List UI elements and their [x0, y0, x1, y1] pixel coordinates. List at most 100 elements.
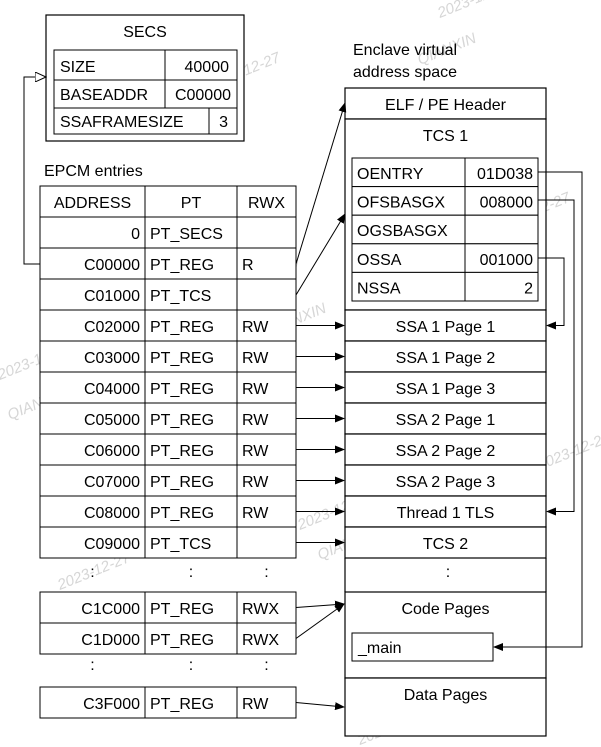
- tcs-field-row: OFSBASGX 008000: [351, 186, 539, 216]
- connector-arrows: [23, 77, 583, 711]
- elf-header-box: [344, 87, 547, 120]
- ellipsis-mark: :: [264, 657, 268, 674]
- enclave-page: TCS 2: [344, 526, 547, 559]
- enclave-title-line1: Enclave virtual: [353, 42, 457, 59]
- tcs-field-row: OSSA 001000: [351, 243, 539, 273]
- epcm-address: C07000: [84, 474, 140, 491]
- epcm-address: C1D000: [81, 632, 140, 649]
- epcm-address: C03000: [84, 350, 140, 367]
- epcm-page-type: PT_SECS: [150, 226, 223, 243]
- main-function-box: [351, 632, 494, 662]
- epcm-page-type: PT_REG: [150, 601, 214, 618]
- enclave-page-label: SSA 1 Page 1: [396, 319, 496, 336]
- enclave-page: SSA 2 Page 2: [344, 433, 547, 466]
- enclave-page: Thread 1 TLS: [344, 495, 547, 528]
- code-page-arrow: [295, 600, 345, 609]
- epcm-permissions: RW: [242, 381, 269, 398]
- epcm-address: C1C000: [81, 601, 140, 618]
- epcm-page-type: PT_REG: [150, 474, 214, 491]
- epcm-address: C3F000: [83, 696, 140, 713]
- tcs-field-row: OGSBASGX: [351, 214, 539, 245]
- epcm-address: 0: [131, 226, 140, 243]
- tcs-field-name: OSSA: [357, 252, 402, 269]
- epcm-page-type: PT_REG: [150, 632, 214, 649]
- epcm-address: C04000: [84, 381, 140, 398]
- enclave-page: SSA 2 Page 1: [344, 402, 547, 435]
- oentry-arrow: [493, 171, 583, 651]
- epcm-row: C02000 PT_REG RW: [39, 309, 297, 342]
- tcs-field-value: 2: [524, 280, 533, 297]
- epcm-address: C02000: [84, 319, 140, 336]
- column-header: ADDRESS: [54, 195, 131, 212]
- tcs-field-name: NSSA: [357, 280, 401, 297]
- tcs-field-value: 001000: [480, 252, 533, 269]
- epcm-page-type: PT_REG: [150, 443, 214, 460]
- epcm-permissions: R: [242, 257, 254, 274]
- epcm-page-type: PT_REG: [150, 319, 214, 336]
- secs-field-ssaframesize: SSAFRAMESIZE: [60, 114, 184, 131]
- epcm-page-type: PT_TCS: [150, 288, 211, 305]
- ellipsis-mark: :: [90, 657, 94, 674]
- epcm-permissions: RW: [242, 350, 269, 367]
- epcm-address: C06000: [84, 443, 140, 460]
- epcm-title: EPCM entries: [44, 163, 143, 180]
- epcm-address: C00000: [84, 257, 140, 274]
- epcm-header-row: ADDRESS PT RWX: [39, 185, 297, 218]
- enclave-page: SSA 2 Page 3: [344, 464, 547, 497]
- column-header: RWX: [248, 195, 285, 212]
- enclave-page-label: SSA 2 Page 2: [396, 443, 496, 460]
- epcm-page-type: PT_REG: [150, 381, 214, 398]
- epcm-permissions: RW: [242, 443, 269, 460]
- main-function-label: _main: [357, 640, 402, 657]
- column-header: PT: [181, 195, 202, 212]
- code-page-arrow: [295, 603, 345, 639]
- tcs-field-value: 01D038: [477, 166, 533, 183]
- epcm-row: C06000 PT_REG RW: [39, 433, 297, 466]
- tcs1-label: TCS 1: [423, 128, 468, 145]
- enclave-page-label: SSA 1 Page 2: [396, 350, 496, 367]
- epcm-permissions: RWX: [242, 601, 279, 618]
- enclave-page-label: SSA 2 Page 3: [396, 474, 496, 491]
- epcm-page-type: PT_REG: [150, 412, 214, 429]
- epcm-page-type: PT_REG: [150, 350, 214, 367]
- tcs-field-name: OFSBASGX: [357, 195, 445, 212]
- enclave-page-label: SSA 2 Page 1: [396, 412, 496, 429]
- enclave-page: SSA 1 Page 2: [344, 340, 547, 373]
- epcm-page-type: PT_TCS: [150, 536, 211, 553]
- elf-header-arrow: [295, 102, 347, 265]
- tcs-field-name: OGSBASGX: [357, 223, 448, 240]
- epcm-permissions: RW: [242, 319, 269, 336]
- secs-value-ssaframesize: 3: [219, 114, 228, 131]
- epcm-address: C01000: [84, 288, 140, 305]
- secs-value-baseaddr: C00000: [175, 87, 231, 104]
- enclave-page: SSA 1 Page 3: [344, 371, 547, 404]
- ellipsis-mark: :: [189, 657, 193, 674]
- secs-link-arrow: [23, 77, 46, 265]
- tcs-field-value: 008000: [480, 195, 533, 212]
- ellipsis-mark: :: [264, 564, 268, 581]
- epcm-page-type: PT_REG: [150, 696, 214, 713]
- epcm-page-type: PT_REG: [150, 505, 214, 522]
- enclave-page-label: TCS 2: [423, 536, 468, 553]
- data-page-arrow: [295, 702, 345, 711]
- secs-title: SECS: [123, 24, 167, 41]
- watermark: 2023-12-27: [434, 0, 513, 22]
- code-pages-label: Code Pages: [401, 601, 489, 618]
- epcm-ellipsis: :::: [90, 657, 268, 674]
- enclave-page-label: SSA 1 Page 3: [396, 381, 496, 398]
- ellipsis-mark: :: [189, 564, 193, 581]
- epcm-row: C03000 PT_REG RW: [39, 340, 297, 373]
- ofsbasgx-arrow: [538, 199, 575, 516]
